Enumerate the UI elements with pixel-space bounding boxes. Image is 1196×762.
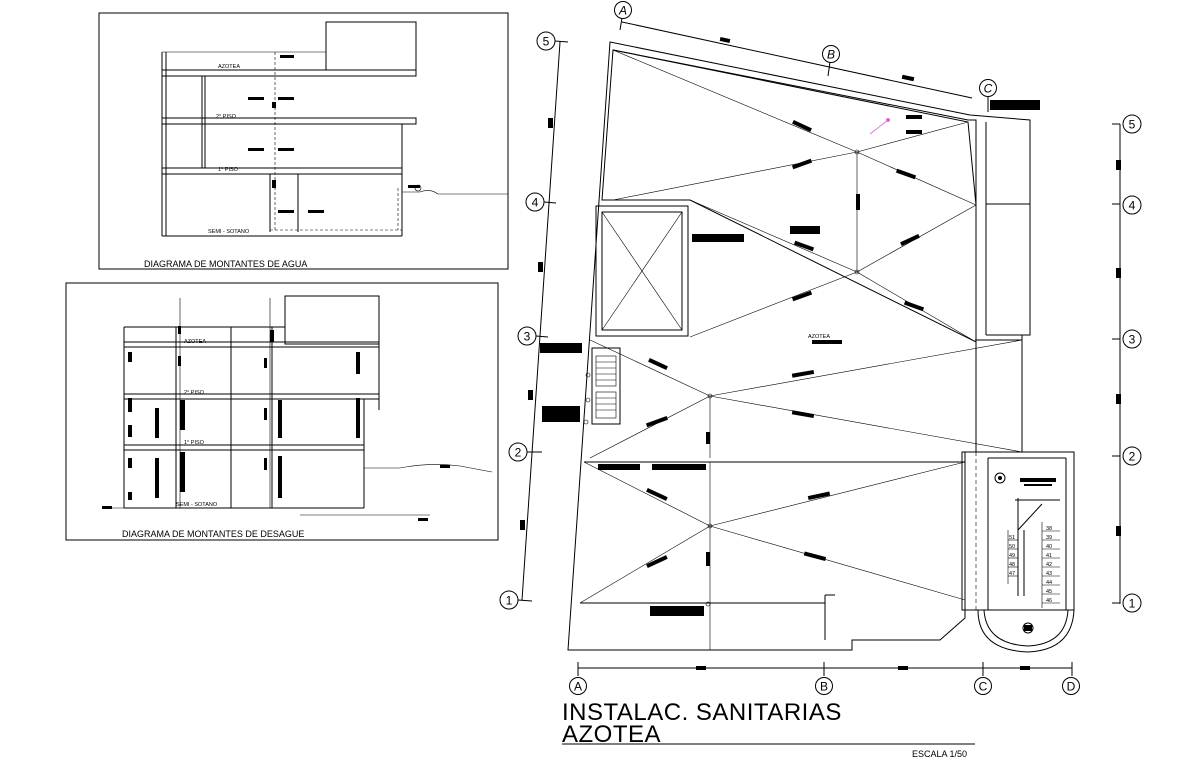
water-level-semisotano: SEMI - SOTANO xyxy=(208,229,250,235)
drain-level-2piso: 2° PISO xyxy=(184,390,205,396)
water-riser-title: DIAGRAMA DE MONTANTES DE AGUA xyxy=(144,259,307,269)
roof-slope-field-lower xyxy=(579,461,966,650)
water-riser-diagram: AZOTEA 2° PISO 1° PISO SEMI - SOTANO DIA… xyxy=(98,12,509,270)
svg-text:B: B xyxy=(827,48,835,62)
axis-bottom-c: C xyxy=(974,677,992,695)
water-level-1piso: 1° PISO xyxy=(218,167,239,173)
axis-bottom-b: B xyxy=(815,677,833,695)
axis-left-4: 4 xyxy=(525,192,557,212)
svg-text:2: 2 xyxy=(515,446,522,460)
roof-slope-field-upper xyxy=(601,49,977,343)
step-47: 47 xyxy=(1009,571,1015,577)
axis-top-b: B xyxy=(822,45,840,63)
axis-right-3: 3 xyxy=(1122,329,1142,349)
stair-step-numbers: 51 50 49 48 47 38 39 40 41 42 43 44 45 4… xyxy=(1007,522,1060,608)
step-50: 50 xyxy=(1009,544,1015,550)
water-riser-building xyxy=(161,21,508,237)
axis-left-1: 1 xyxy=(499,590,533,610)
step-38: 38 xyxy=(1046,526,1052,532)
step-41: 41 xyxy=(1046,553,1052,559)
skylight xyxy=(595,205,689,337)
svg-text:4: 4 xyxy=(532,196,539,210)
axis-left-5: 5 xyxy=(536,31,569,51)
svg-text:C: C xyxy=(984,82,993,96)
water-level-2piso: 2° PISO xyxy=(216,114,237,120)
roof-outline xyxy=(567,41,1031,651)
drain-riser-frame xyxy=(65,282,499,541)
step-46: 46 xyxy=(1046,598,1052,604)
roof-plan: 51 50 49 48 47 38 39 40 41 42 43 44 45 4… xyxy=(540,37,1075,653)
roof-inner-line xyxy=(612,49,977,452)
svg-text:D: D xyxy=(1067,680,1076,694)
svg-text:A: A xyxy=(574,680,582,694)
axis-bottom-d: D xyxy=(1062,677,1080,695)
roof-room-label: AZOTEA xyxy=(808,334,830,340)
title-block: INSTALAC. SANITARIAS AZOTEA ESCALA 1/50 xyxy=(562,699,975,759)
step-49: 49 xyxy=(1009,553,1015,559)
drain-riser-diagram: AZOTEA 2° PISO 1° PISO SEMI - SOTANO DIA… xyxy=(65,282,499,541)
axis-right-1: 1 xyxy=(1122,593,1142,613)
pipe-annotations xyxy=(540,37,1040,616)
axis-top-a: A xyxy=(614,1,632,19)
svg-text:B: B xyxy=(820,680,828,694)
step-40: 40 xyxy=(1046,544,1052,550)
step-51: 51 xyxy=(1009,535,1015,541)
drain-riser-building xyxy=(102,295,493,521)
axis-top-c: C xyxy=(979,79,997,97)
axis-right-2: 2 xyxy=(1122,446,1142,466)
step-43: 43 xyxy=(1046,571,1052,577)
svg-text:A: A xyxy=(618,4,627,18)
drain-riser-title: DIAGRAMA DE MONTANTES DE DESAGUE xyxy=(122,529,304,539)
svg-text:2: 2 xyxy=(1129,450,1136,464)
svg-text:1: 1 xyxy=(1129,597,1136,611)
svg-text:3: 3 xyxy=(524,330,531,344)
water-riser-frame xyxy=(98,12,509,270)
step-45: 45 xyxy=(1046,589,1052,595)
title-line-1: INSTALAC. SANITARIAS xyxy=(562,699,842,726)
axis-bottom-a: A xyxy=(569,677,587,695)
grid-axes: 5 4 3 2 1 5 4 xyxy=(499,1,1142,695)
axis-right-4: 4 xyxy=(1122,195,1142,215)
svg-text:3: 3 xyxy=(1129,333,1136,347)
step-42: 42 xyxy=(1046,562,1052,568)
drain-level-semisotano: SEMI - SOTANO xyxy=(176,502,218,508)
axis-left-2: 2 xyxy=(508,442,542,462)
svg-text:4: 4 xyxy=(1129,199,1136,213)
toilet-room xyxy=(583,347,621,425)
roof-slope-field-middle xyxy=(589,339,1023,459)
drain-level-azotea: AZOTEA xyxy=(184,339,206,345)
step-39: 39 xyxy=(1046,535,1052,541)
svg-text:5: 5 xyxy=(1129,118,1136,132)
axis-right-5: 5 xyxy=(1122,114,1142,134)
step-48: 48 xyxy=(1009,562,1015,568)
svg-text:C: C xyxy=(979,680,988,694)
water-level-azotea: AZOTEA xyxy=(218,64,240,70)
axis-left-3: 3 xyxy=(517,326,549,346)
step-44: 44 xyxy=(1046,580,1052,586)
svg-text:1: 1 xyxy=(506,594,513,608)
drain-level-1piso: 1° PISO xyxy=(184,440,205,446)
staircase xyxy=(961,451,1075,653)
scale-label: ESCALA 1/50 xyxy=(912,749,967,759)
svg-text:5: 5 xyxy=(543,35,550,49)
